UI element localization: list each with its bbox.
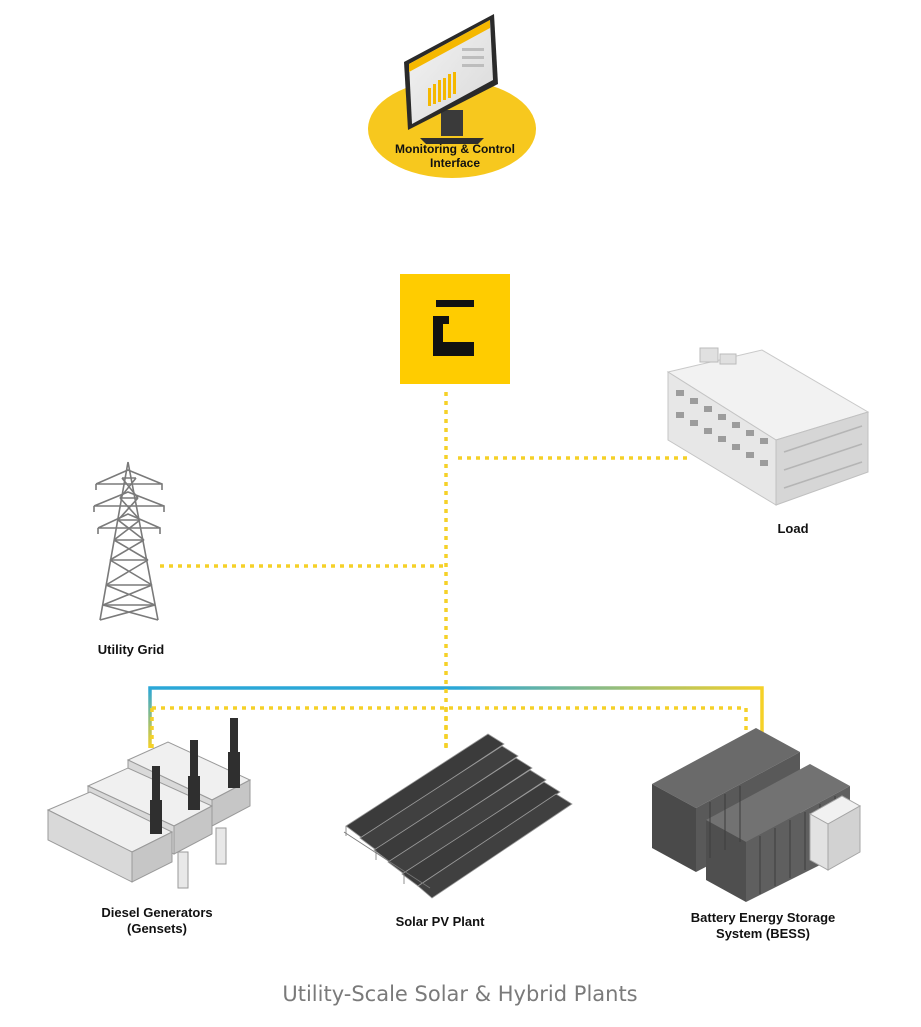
bess-label: Battery Energy Storage System (BESS) [690, 910, 836, 941]
solar-pv-plant-icon [343, 733, 573, 899]
monitor-icon [404, 14, 498, 144]
data-lines [150, 392, 748, 752]
data-line-bus [152, 706, 748, 730]
diagram-caption: Utility-Scale Solar & Hybrid Plants [282, 982, 638, 1006]
solar-pv-label: Solar PV Plant [395, 914, 485, 929]
power-lines [148, 178, 764, 752]
diesel-generators-label: Diesel Generators (Gensets) [101, 905, 213, 936]
utility-grid-tower-icon [93, 461, 165, 621]
controller-box [400, 274, 510, 384]
controller-logo-icon [433, 300, 474, 356]
load-label: Load [777, 521, 809, 536]
load-building-icon [666, 347, 870, 506]
bess-icon [652, 728, 862, 902]
utility-grid-label: Utility Grid [97, 642, 165, 657]
diesel-generators-icon [46, 718, 252, 889]
monitoring-control-label: Monitoring & Control Interface [395, 142, 515, 170]
line-bus-right [455, 686, 764, 732]
monitoring-interface [368, 14, 536, 178]
line-bus-left [148, 686, 455, 748]
